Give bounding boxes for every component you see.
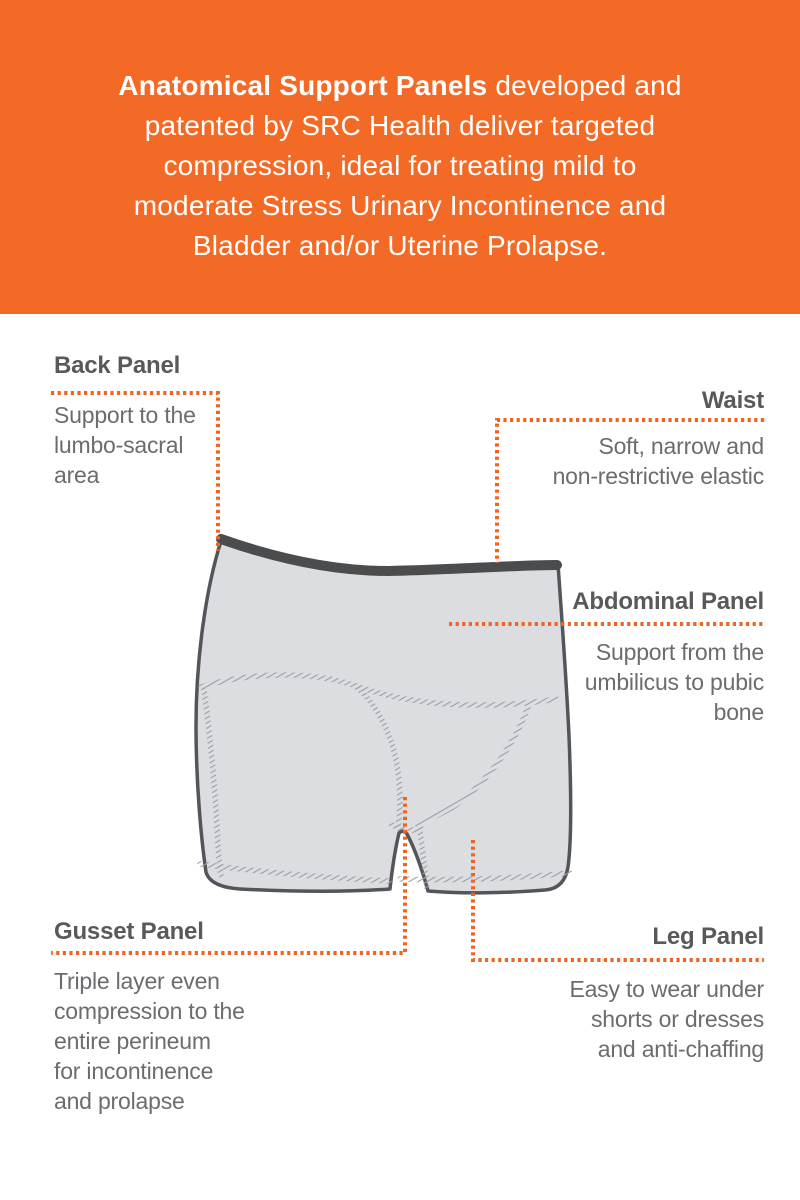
intro-line-3: compression, ideal for treating mild to	[163, 150, 637, 181]
intro-line-2: patented by SRC Health deliver targeted	[144, 110, 656, 141]
intro-text: Anatomical Support Panels developed and …	[0, 0, 800, 266]
abdominal-panel-label: Abdominal Panel Support from the umbilic…	[572, 588, 764, 727]
leg-panel-desc: Easy to wear under shorts or dresses and…	[569, 976, 764, 1062]
intro-line-1: Anatomical Support Panels developed and	[118, 70, 682, 101]
back-panel-label: Back Panel Support to the lumbo-sacral a…	[54, 352, 196, 490]
gusset-panel-leader-line	[51, 797, 407, 955]
waist-label: Waist Soft, narrow and non-restrictive e…	[552, 387, 765, 491]
shorts-outline	[194, 536, 573, 895]
back-panel-title: Back Panel	[54, 352, 181, 379]
gusset-panel-title: Gusset Panel	[54, 918, 204, 945]
gusset-panel-desc: Triple layer even compression to the ent…	[54, 968, 245, 1114]
leg-panel-leader-line	[471, 840, 764, 962]
front-leg-seam	[414, 704, 531, 827]
inner-leg-seam	[417, 827, 430, 891]
intro-bold-phrase: Anatomical Support Panels	[118, 70, 488, 101]
back-leg-seam	[354, 685, 403, 831]
intro-line-5: Bladder and/or Uterine Prolapse.	[192, 230, 608, 261]
waist-title: Waist	[701, 387, 764, 414]
leg-panel-title: Leg Panel	[652, 923, 764, 950]
abdominal-panel-title: Abdominal Panel	[572, 588, 764, 615]
shorts-drawing	[194, 534, 573, 895]
right-leg-hem-seam	[397, 870, 573, 883]
back-panel-leader-line	[51, 391, 220, 551]
waistband	[216, 534, 562, 577]
waist-leader-line	[495, 418, 764, 563]
gusset-panel-label: Gusset Panel Triple layer even compressi…	[54, 918, 245, 1116]
left-leg-hem-seam	[197, 861, 392, 884]
abdominal-panel-desc: Support from the umbilicus to pubic bone	[584, 639, 764, 725]
waist-desc: Soft, narrow and non-restrictive elastic	[552, 433, 765, 489]
back-panel-desc: Support to the lumbo-sacral area	[54, 402, 196, 488]
intro-banner: Anatomical Support Panels developed and …	[0, 0, 800, 314]
intro-line-4: moderate Stress Urinary Incontinence and	[133, 190, 667, 221]
leg-panel-label: Leg Panel Easy to wear under shorts or d…	[569, 923, 764, 1064]
